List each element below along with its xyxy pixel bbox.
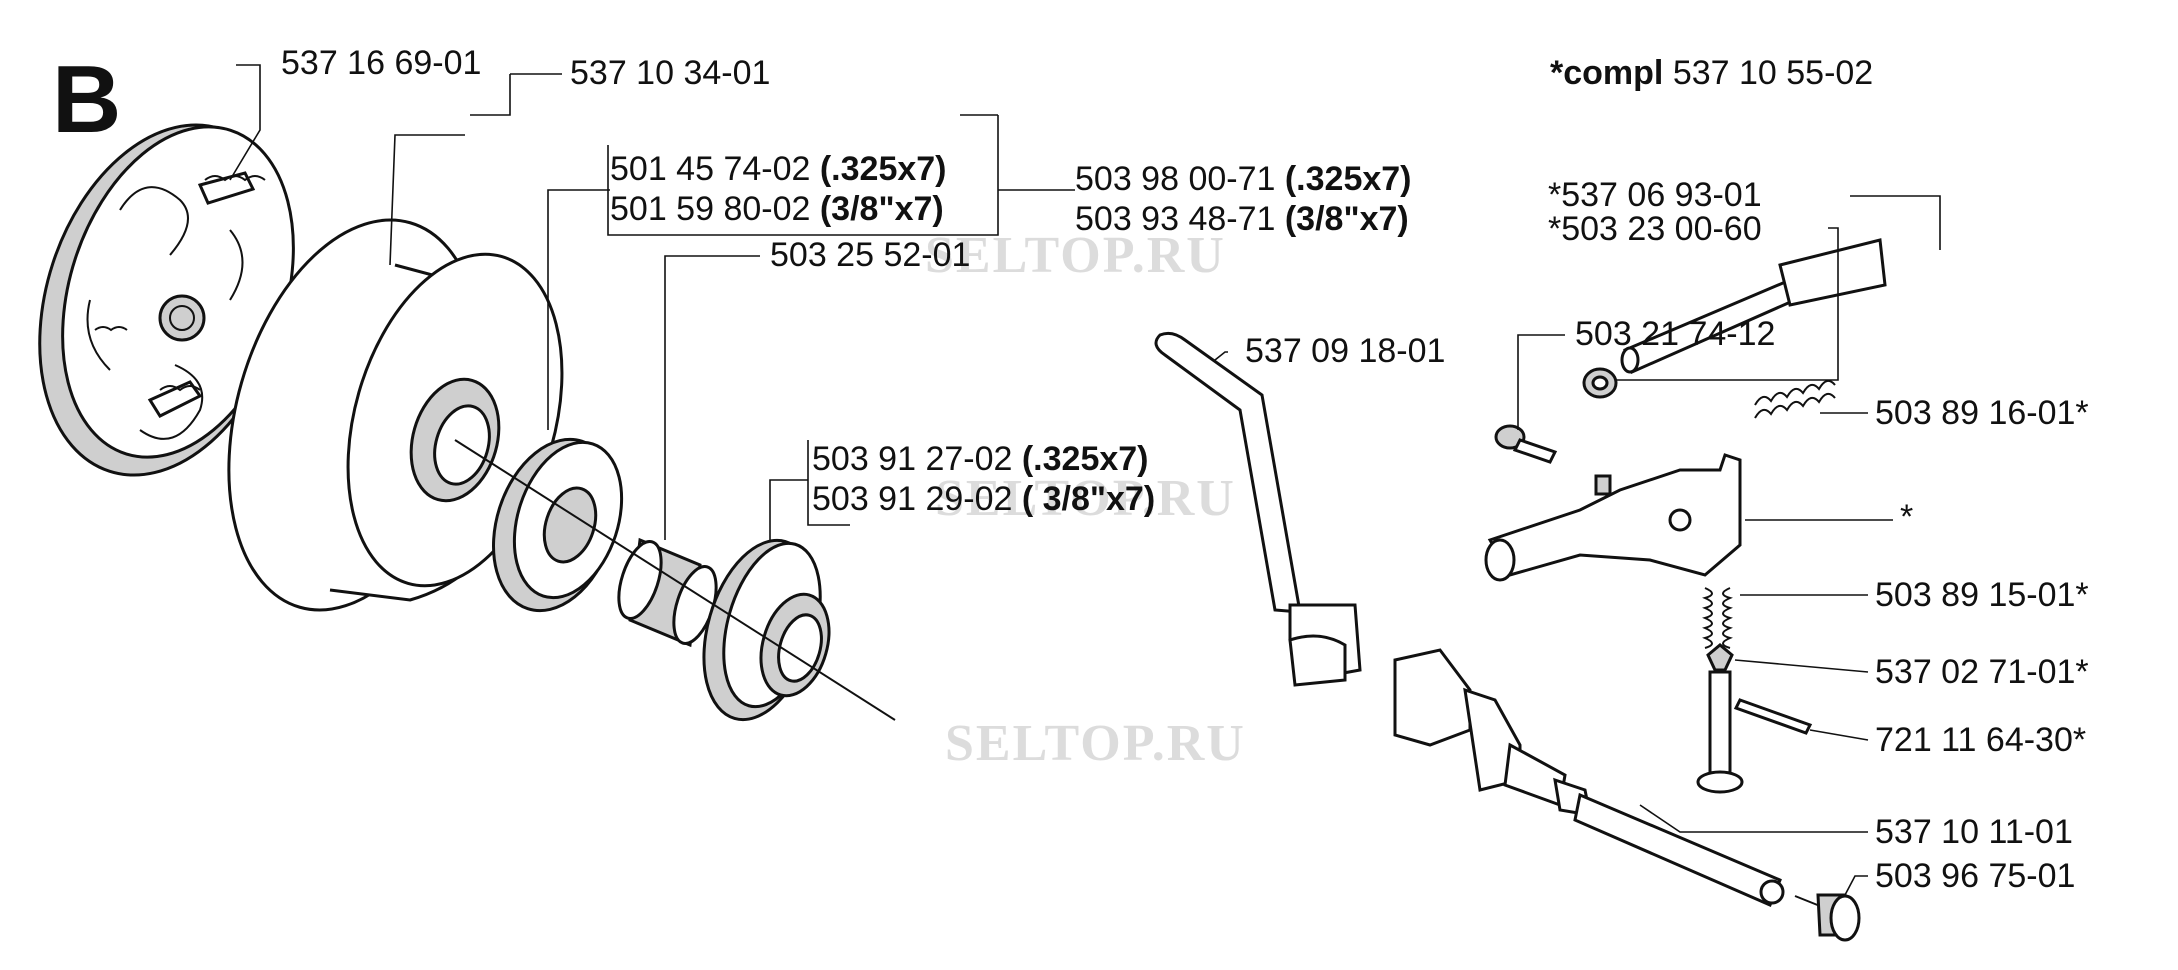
watermark: SELTOP.RU <box>935 470 1236 527</box>
watermark: SELTOP.RU <box>945 715 1246 772</box>
pump-body-part <box>1393 648 1785 907</box>
pump-housing-part <box>1484 453 1742 582</box>
label-503-89-16-01: 503 89 16-01* <box>1875 394 2089 432</box>
label-housing-star: * <box>1900 498 1913 536</box>
pin-part <box>1733 698 1813 735</box>
plunger-part <box>1696 643 1744 794</box>
label-537-10-11-01: 537 10 11-01 <box>1875 813 2073 851</box>
label-721-11-64-30: 721 11 64-30* <box>1875 721 2086 759</box>
shaft-axis-line <box>454 439 896 721</box>
clutch-drum-part <box>227 218 564 612</box>
strainer-part <box>1794 893 1861 942</box>
label-503-25-52-01: 503 25 52-01 <box>770 236 970 274</box>
label-503-91-29-02: 503 91 29-02 ( 3/8"x7) <box>812 480 1155 518</box>
leader-lines <box>229 64 1941 896</box>
label-503-91-27-02: 503 91 27-02 (.325x7) <box>812 440 1149 478</box>
watermark: SELTOP.RU <box>925 227 1226 284</box>
label-537-10-34-01: 537 10 34-01 <box>570 54 770 92</box>
adjuster-pin-part <box>1620 238 1887 375</box>
label-501-45-74-02: 501 45 74-02 (.325x7) <box>610 150 947 188</box>
pump-arm-part <box>1154 331 1362 687</box>
rim-sprocket-part <box>491 437 624 613</box>
screw-part <box>1494 424 1558 464</box>
needle-bearing-part <box>617 537 718 648</box>
spur-sprocket-part <box>702 538 831 722</box>
washer-part <box>1582 367 1618 399</box>
label-compl: *compl 537 10 55-02 <box>1550 54 1873 92</box>
label-503-98-00-71: 503 98 00-71 (.325x7) <box>1075 160 1412 198</box>
label-503-89-15-01: 503 89 15-01* <box>1875 576 2089 614</box>
label-503-96-75-01: 503 96 75-01 <box>1875 857 2075 895</box>
label-537-02-71-01: 537 02 71-01* <box>1875 653 2089 691</box>
label-501-59-80-02: 501 59 80-02 (3/8"x7) <box>610 190 944 228</box>
section-letter: B <box>52 46 121 153</box>
spring-lower-part <box>1702 587 1733 649</box>
label-503-21-74-12: 503 21 74-12 <box>1575 315 1775 353</box>
label-537-09-18-01: 537 09 18-01 <box>1245 332 1445 370</box>
spring-upper-part <box>1754 379 1836 419</box>
label-503-93-48-71: 503 93 48-71 (3/8"x7) <box>1075 200 1409 238</box>
label-537-16-69-01: 537 16 69-01 <box>281 44 481 82</box>
label-537-06-93-01: *537 06 93-01 <box>1548 176 1762 214</box>
label-503-23-00-60: *503 23 00-60 <box>1548 210 1762 248</box>
